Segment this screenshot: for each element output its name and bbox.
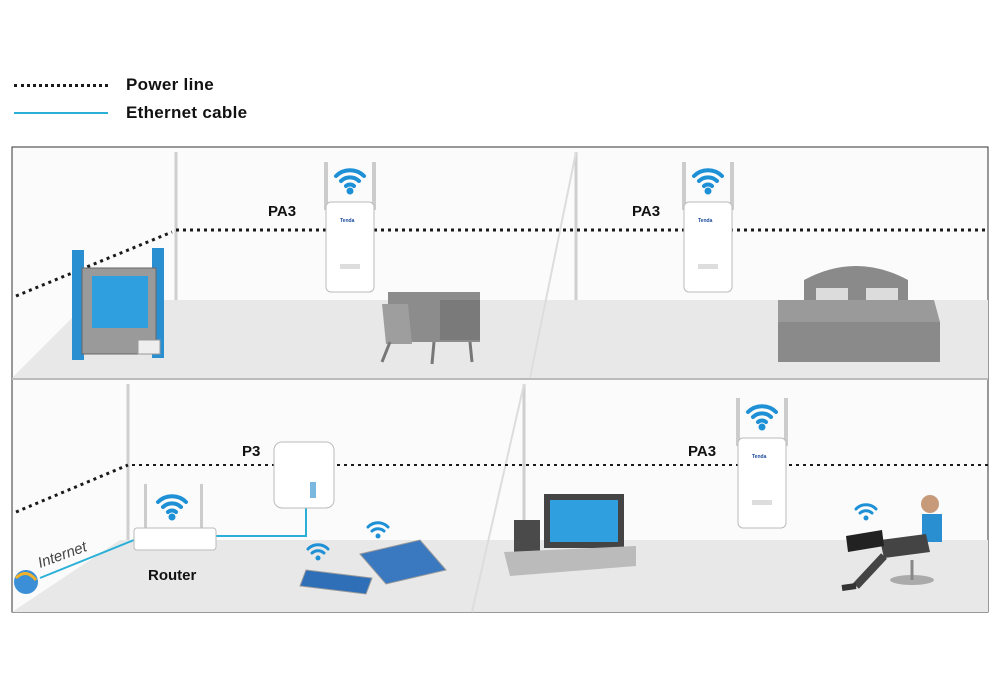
armchair	[380, 292, 480, 365]
router-label: Router	[148, 567, 196, 584]
tv-stand	[504, 494, 636, 576]
adapter-label-top-left: PA3	[268, 203, 296, 220]
legend-ethernet-cable: Ethernet cable	[14, 102, 247, 124]
pa3-adapter-top-left: Tenda	[324, 162, 376, 293]
router	[133, 484, 217, 551]
person-with-laptop	[841, 495, 942, 591]
tablet	[359, 521, 447, 585]
adapter-label-bottom-right: PA3	[688, 443, 716, 460]
internet-globe-icon	[14, 570, 38, 594]
svg-text:Tenda: Tenda	[340, 218, 355, 224]
ethernet-cable-router	[214, 506, 307, 537]
adapter-label-top-right: PA3	[632, 203, 660, 220]
ethernet-cable-internet	[39, 539, 135, 579]
bed	[778, 266, 940, 362]
power-line-sample	[14, 83, 108, 87]
power-line-label: Power line	[126, 75, 215, 94]
p3-adapter	[273, 441, 335, 509]
pa3-adapter-bottom-right: Tenda	[736, 398, 788, 529]
svg-text:Tenda: Tenda	[752, 454, 767, 460]
ethernet-cable-label: Ethernet cable	[126, 103, 248, 122]
ethernet-cable-sample	[14, 112, 108, 114]
legend-power-line: Power line	[14, 74, 214, 96]
svg-text:Tenda: Tenda	[698, 218, 713, 224]
legend: Power line Ethernet cable	[14, 72, 314, 132]
smartphone	[299, 543, 373, 595]
adapter-label-bottom-left: P3	[242, 443, 260, 460]
tv-set	[72, 248, 164, 360]
pa3-adapter-top-right: Tenda	[682, 162, 734, 293]
